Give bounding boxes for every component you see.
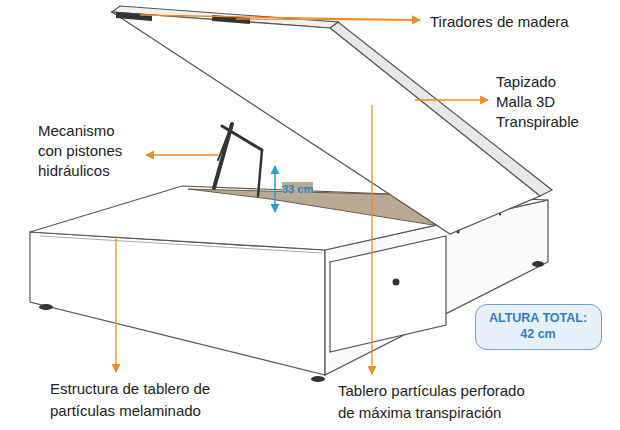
part-label: Tiradores de madera <box>430 12 569 32</box>
part-label: Estructura de tablero departículas melam… <box>50 378 210 422</box>
part-label: Tablero partículas perforadode máxima tr… <box>338 380 525 424</box>
height-badge: ALTURA TOTAL:42 cm <box>475 304 602 350</box>
base-front <box>30 232 325 375</box>
part-label: Mecanismocon pistoneshidráulicos <box>38 121 122 181</box>
dimension-arrow <box>274 166 276 212</box>
part-label: TapizadoMalla 3DTranspirable <box>496 72 579 132</box>
foot <box>39 304 53 310</box>
lid <box>112 12 540 234</box>
panel-edge <box>40 236 322 253</box>
badge-text: ALTURA TOTAL: <box>488 310 589 326</box>
leader-lines <box>116 15 488 374</box>
wooden-handle <box>116 12 152 21</box>
drawer <box>330 236 446 352</box>
foot <box>532 261 544 267</box>
piston-left <box>214 124 262 196</box>
foot <box>311 376 325 382</box>
drawer-knob <box>393 279 400 286</box>
badge-text: 42 cm <box>488 326 589 342</box>
dimension-label: 33 cm <box>282 182 313 196</box>
